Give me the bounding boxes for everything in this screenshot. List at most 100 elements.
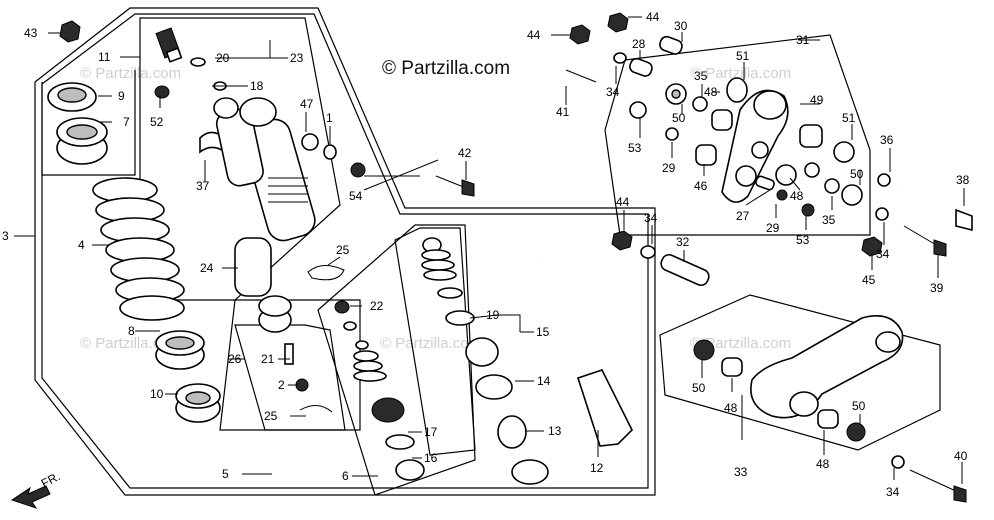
callout-53-b: 53 [796, 233, 810, 247]
part-nut-44b [607, 12, 629, 33]
part-seal-50a [693, 339, 715, 361]
callout-31: 31 [796, 33, 810, 47]
part-clip-25 [299, 405, 333, 413]
part-bearing-48a [721, 357, 743, 377]
callout-32: 32 [676, 235, 690, 249]
part-cap-23 [155, 27, 183, 63]
part-washer-34d [891, 455, 905, 469]
part-rod-12 [538, 259, 633, 447]
callout-9: 9 [118, 89, 125, 103]
part-seal-50b [846, 422, 866, 442]
parts [10, 12, 973, 509]
part-washer-34b [640, 245, 656, 259]
part-nut-43 [59, 20, 81, 43]
part-washer-34c [875, 207, 889, 221]
callout-42: 42 [458, 146, 472, 160]
site-watermark: © Partzilla.com [382, 58, 511, 79]
callout-34-a: 34 [606, 85, 620, 99]
callout-53-a: 53 [628, 141, 642, 155]
callout-44-c: 44 [616, 195, 630, 209]
part-bolt-39 [903, 225, 947, 257]
callout-43: 43 [24, 26, 38, 40]
part-bearing-48b [817, 409, 839, 429]
callout-3: 3 [2, 229, 9, 243]
part-ring-16 [395, 459, 425, 481]
part-locknut-9 [47, 82, 97, 112]
part-nut-44c [611, 230, 633, 251]
arm-assembly-outline [659, 294, 941, 451]
callout-26: 26 [228, 352, 242, 366]
callout-34-c: 34 [876, 247, 890, 261]
part-seal-52 [154, 85, 170, 99]
callout-41: 41 [556, 105, 570, 119]
callout-25-top: 25 [336, 243, 350, 257]
callout-13: 13 [548, 424, 562, 438]
leader-lines [14, 16, 965, 484]
callout-29-a: 29 [662, 161, 676, 175]
ghost-watermark: © Partzilla.com [690, 335, 791, 352]
part-arm-33 [750, 315, 904, 419]
callout-30: 30 [674, 19, 688, 33]
ghost-watermark: © Partzilla.com [380, 335, 481, 352]
callout-33: 33 [734, 465, 748, 479]
callout-15: 15 [536, 325, 550, 339]
callout-37: 37 [196, 179, 210, 193]
callout-44-a: 44 [527, 28, 541, 42]
callout-1: 1 [326, 111, 333, 125]
callout-44-b: 44 [646, 10, 660, 24]
callout-49: 49 [810, 93, 824, 107]
part-seat-14 [475, 374, 513, 400]
part-ring-1 [323, 144, 337, 160]
part-bolt-38 [897, 184, 973, 232]
part-washer-34a [613, 52, 627, 64]
part-clip-25-top [307, 265, 345, 281]
callout-54: 54 [349, 189, 363, 203]
callout-36: 36 [880, 133, 894, 147]
callout-6: 6 [342, 469, 349, 483]
callout-50-c: 50 [692, 381, 706, 395]
callout-5: 5 [222, 467, 229, 481]
part-seat-8 [155, 330, 205, 370]
callout-17: 17 [424, 425, 438, 439]
callout-7: 7 [123, 115, 130, 129]
callout-38: 38 [956, 173, 970, 187]
part-link-31 [721, 89, 789, 203]
callout-35-b: 35 [822, 213, 836, 227]
part-ring-17 [385, 434, 415, 450]
callout-48-d: 48 [816, 457, 830, 471]
callout-50-d: 50 [852, 399, 866, 413]
part-nut-22 [334, 300, 350, 314]
callout-45: 45 [862, 273, 876, 287]
callout-46: 46 [694, 179, 708, 193]
callout-50-b: 50 [672, 111, 686, 125]
damper-outline [139, 17, 361, 431]
part-nut-54 [350, 162, 366, 178]
callout-35-a: 35 [694, 69, 708, 83]
callout-22: 22 [370, 299, 384, 313]
callout-8: 8 [128, 324, 135, 338]
part-bushing-47 [301, 133, 319, 151]
callout-24: 24 [200, 261, 214, 275]
callout-14: 14 [537, 374, 551, 388]
part-nut-45 [861, 236, 883, 257]
callout-20: 20 [216, 51, 230, 65]
part-cap-10 [175, 383, 221, 423]
callout-28: 28 [632, 37, 646, 51]
part-bladder-26 [258, 295, 292, 333]
assembly-frames [34, 7, 941, 496]
part-spring-4 [92, 177, 185, 321]
part-damper-body [213, 97, 316, 242]
part-collar-32 [660, 253, 710, 287]
callout-10: 10 [150, 387, 164, 401]
callout-34-b: 34 [644, 211, 658, 225]
part-washer-36 [877, 173, 891, 187]
callout-12: 12 [590, 461, 604, 475]
link-assembly-outline [604, 34, 871, 236]
callout-48-b: 48 [790, 189, 804, 203]
callout-23: 23 [290, 51, 304, 65]
part-collar-30 [659, 35, 683, 55]
callout-39: 39 [930, 281, 944, 295]
callout-labels: 43 11 9 7 3 4 8 10 20 23 18 52 47 1 37 5… [2, 10, 970, 499]
part-collar-28 [629, 57, 653, 77]
